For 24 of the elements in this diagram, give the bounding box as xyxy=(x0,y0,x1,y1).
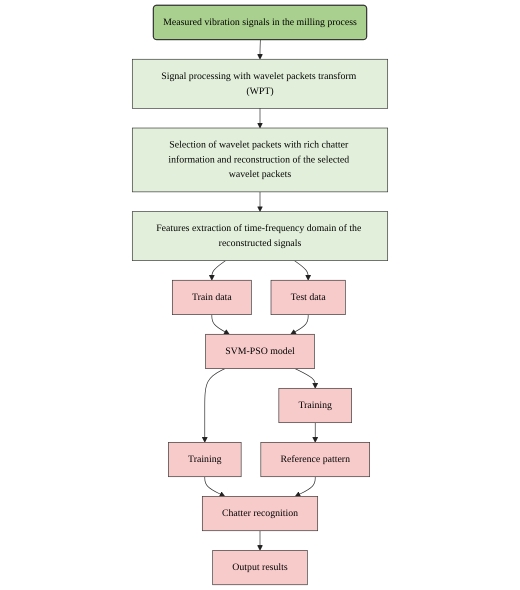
arrow xyxy=(257,40,263,60)
arrow xyxy=(212,314,230,335)
arrow xyxy=(312,422,318,443)
node-box: Chatter recognition xyxy=(202,496,318,532)
arrow xyxy=(294,368,318,389)
node-box: SVM-PSO model xyxy=(205,334,315,369)
arrow xyxy=(290,314,308,335)
node-box: Selection of wavelet packets with rich chatter information and reconstruction of the selected wavelet packets xyxy=(132,128,388,192)
arrow xyxy=(257,192,263,212)
node-box: Test data xyxy=(270,280,346,315)
node-box: Train data xyxy=(172,280,252,315)
node-box: Training xyxy=(168,442,242,478)
node-box: Reference pattern xyxy=(260,442,370,478)
arrow xyxy=(294,260,312,281)
node-box: Features extraction of time-frequency domain of the reconstructed signals xyxy=(132,211,388,261)
node-box: Output results xyxy=(212,550,308,586)
arrow xyxy=(208,260,226,281)
node-box: Signal processing with wavelet packets transform (WPT) xyxy=(132,58,388,109)
arrow xyxy=(202,368,226,443)
node-box: Training xyxy=(278,388,352,424)
arrow xyxy=(294,476,316,497)
arrow xyxy=(257,530,263,551)
arrow xyxy=(257,108,263,128)
arrow xyxy=(204,476,226,497)
